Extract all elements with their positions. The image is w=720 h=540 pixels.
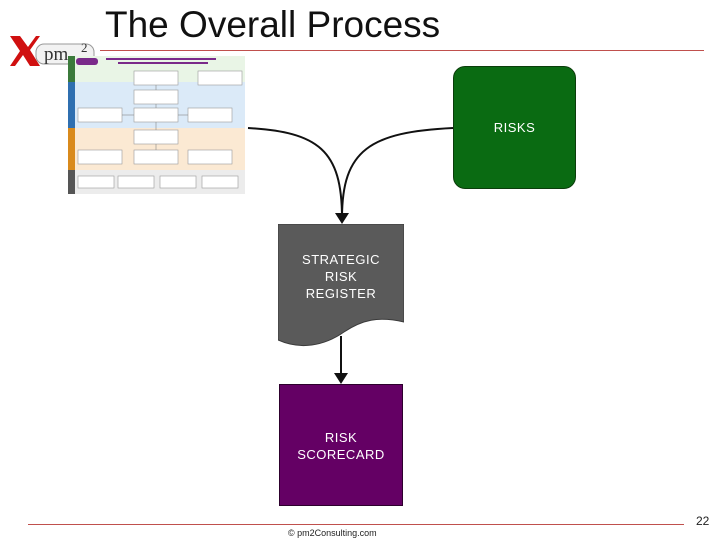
risk-scorecard-label: RISK SCORECARD: [297, 430, 385, 462]
logo-x-mark: [10, 36, 40, 66]
risks-node: [453, 66, 576, 189]
process-map-thumbnail: [68, 56, 248, 194]
svg-text:pm: pm: [44, 44, 69, 65]
risk-scorecard-node: [279, 384, 403, 506]
svg-text:2: 2: [81, 40, 88, 55]
slide-title: The Overall Process: [105, 4, 441, 45]
risk-register-document-node: [278, 224, 404, 346]
arrow-into-register: [335, 213, 349, 224]
title-divider: [100, 50, 704, 51]
copyright-text: © pm2Consulting.com: [288, 528, 377, 538]
risks-node-label: RISKS: [493, 120, 536, 135]
page-number: 22: [696, 514, 710, 528]
footer-divider: [28, 524, 684, 525]
connector-thumbnail-to-register: [247, 127, 343, 219]
risk-register-label: STRATEGIC RISK REGISTER: [302, 252, 380, 301]
connector-risks-to-register: [341, 127, 454, 219]
arrow-into-scorecard: [334, 373, 348, 384]
